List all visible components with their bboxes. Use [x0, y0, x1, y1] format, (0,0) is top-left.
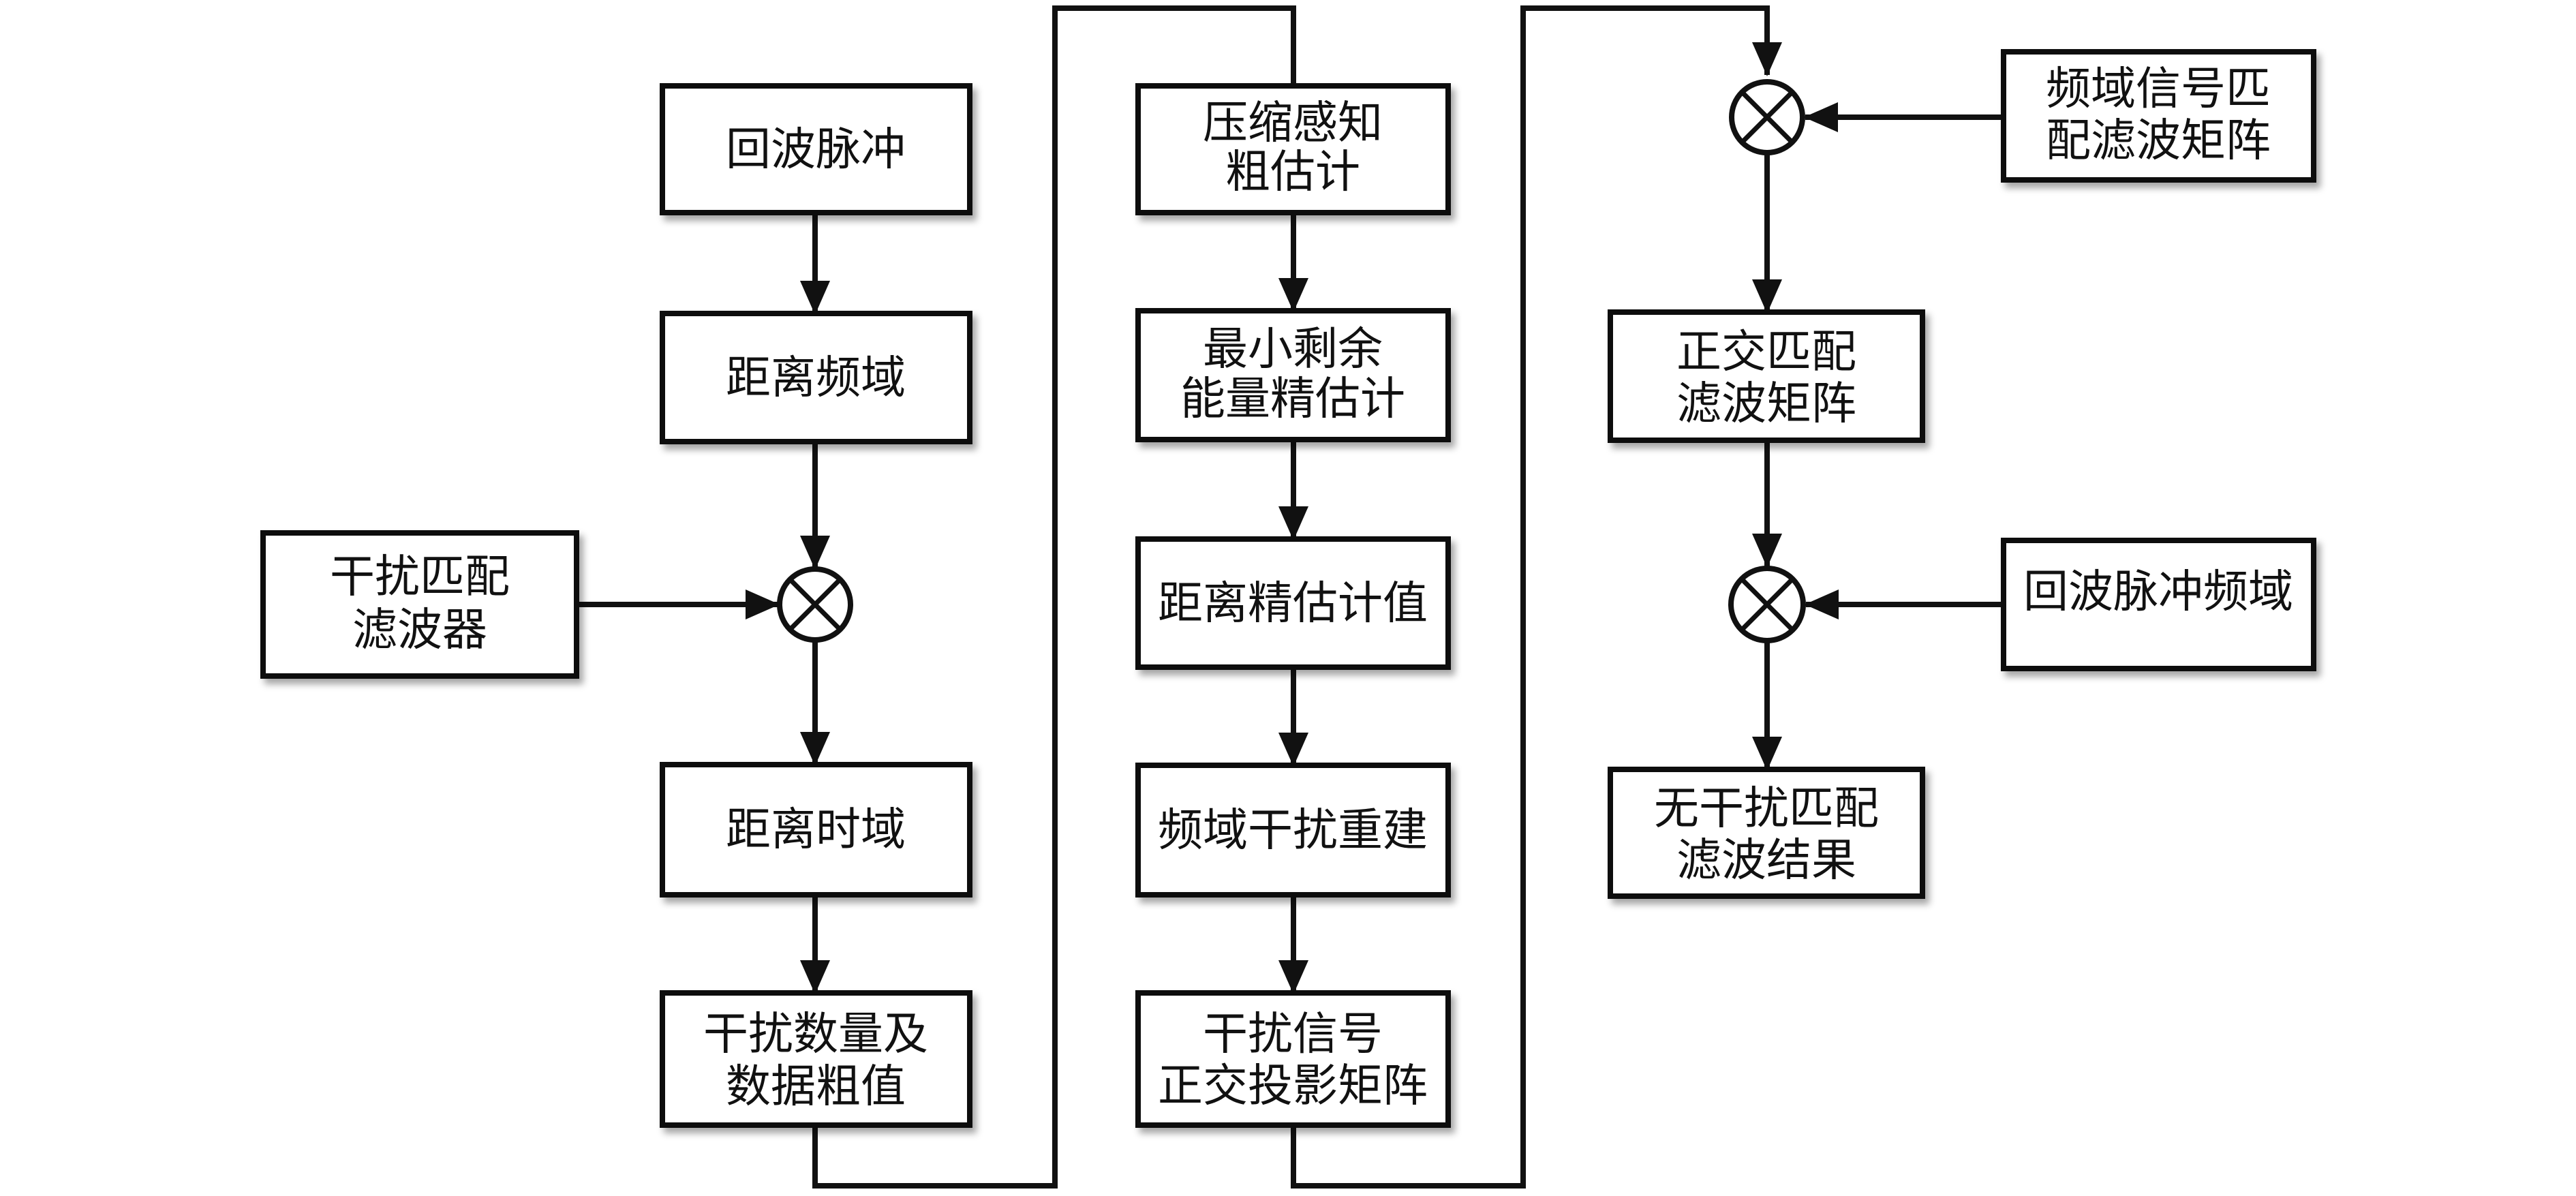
- node-freq-signal-filter-label-1: 频域信号匹: [2046, 63, 2271, 115]
- node-ortho-projection-label-1: 干扰信号: [1203, 1008, 1383, 1060]
- node-echo-pulse-label: 回波脉冲: [726, 123, 906, 176]
- multiply-node-2: [1729, 79, 1805, 155]
- node-interf-count-label-1: 干扰数量及: [703, 1008, 928, 1060]
- node-range-fine: 距离精估计值: [1135, 536, 1451, 670]
- node-range-freq-label: 距离频域: [726, 352, 906, 404]
- node-range-time: 距离时域: [660, 762, 972, 898]
- node-interf-count: 干扰数量及 数据粗值: [660, 990, 972, 1128]
- node-range-freq: 距离频域: [660, 311, 972, 444]
- node-min-residual: 最小剩余 能量精估计: [1135, 308, 1451, 442]
- node-cs-coarse-label-1: 压缩感知: [1203, 97, 1383, 149]
- node-result-label-1: 无干扰匹配: [1654, 782, 1879, 835]
- node-result: 无干扰匹配 滤波结果: [1608, 767, 1925, 899]
- connectors: [577, 5, 2004, 1189]
- node-cs-coarse-label-2: 粗估计: [1225, 146, 1360, 198]
- node-interf-count-label-2: 数据粗值: [726, 1060, 906, 1113]
- node-freq-signal-filter: 频域信号匹 配滤波矩阵: [2001, 49, 2316, 183]
- node-ortho-projection: 干扰信号 正交投影矩阵: [1135, 990, 1451, 1128]
- node-ortho-projection-label-2: 正交投影矩阵: [1158, 1060, 1428, 1112]
- node-echo-freq: 回波脉冲频域: [2001, 538, 2316, 671]
- node-freq-reconstruct-label: 频域干扰重建: [1158, 804, 1428, 857]
- multiply-node-3: [1728, 566, 1806, 643]
- node-ortho-filter: 正交匹配 滤波矩阵: [1608, 309, 1925, 443]
- node-echo-freq-label: 回波脉冲频域: [2023, 566, 2293, 618]
- node-range-fine-label: 距离精估计值: [1158, 577, 1428, 630]
- node-cs-coarse: 压缩感知 粗估计: [1135, 83, 1451, 215]
- node-interf-filter-label-2: 滤波器: [352, 604, 487, 656]
- node-range-time-label: 距离时域: [726, 803, 906, 856]
- node-interf-filter-label-1: 干扰匹配: [330, 551, 510, 603]
- multiply-node-1: [777, 566, 853, 643]
- node-freq-signal-filter-label-2: 配滤波矩阵: [2046, 114, 2271, 167]
- node-min-residual-label-2: 能量精估计: [1180, 373, 1405, 425]
- node-ortho-filter-label-2: 滤波矩阵: [1676, 378, 1856, 430]
- node-ortho-filter-label-1: 正交匹配: [1676, 326, 1856, 378]
- node-result-label-2: 滤波结果: [1676, 834, 1856, 887]
- node-min-residual-label-1: 最小剩余: [1203, 323, 1383, 375]
- node-echo-pulse: 回波脉冲: [660, 83, 972, 215]
- node-interf-filter: 干扰匹配 滤波器: [260, 530, 579, 679]
- node-freq-reconstruct: 频域干扰重建: [1135, 763, 1451, 898]
